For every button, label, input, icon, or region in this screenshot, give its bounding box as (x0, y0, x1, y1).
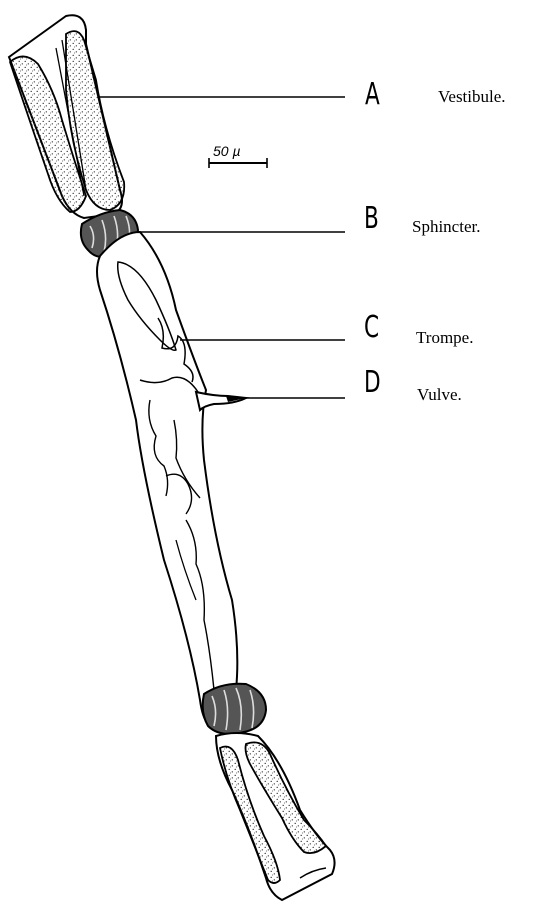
scale-bar (209, 158, 267, 168)
lower-sphincter (203, 684, 266, 734)
scale-bar-label: 50 µ (213, 144, 241, 158)
label-letter-d: D (364, 368, 381, 398)
label-letter-a: A (365, 80, 380, 110)
label-name-d: Vulve. (417, 386, 462, 403)
label-letter-c: C (364, 313, 379, 343)
label-letter-b: B (364, 204, 379, 234)
vulva (196, 392, 246, 410)
label-name-a: Vestibule. (438, 88, 506, 105)
label-name-c: Trompe. (416, 329, 473, 346)
main-tube (97, 232, 237, 728)
upper-vestibule (9, 15, 124, 218)
label-name-b: Sphincter. (412, 218, 480, 235)
lower-vestibule (216, 733, 335, 900)
